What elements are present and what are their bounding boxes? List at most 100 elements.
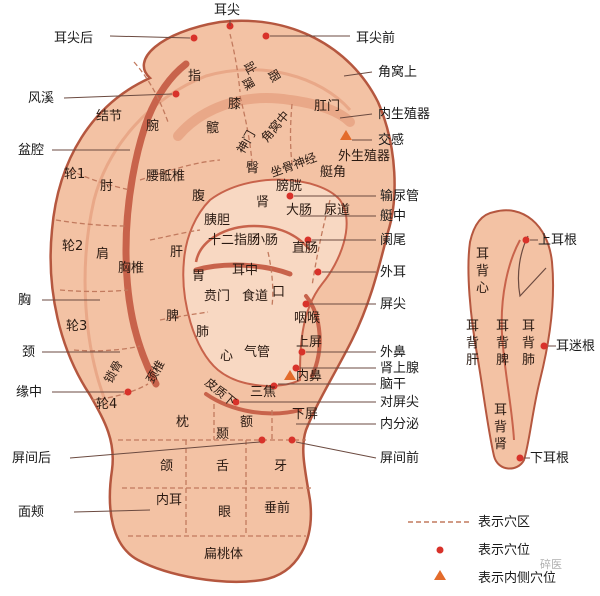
zone-zhichang: 直肠 — [292, 241, 318, 256]
zone-lun3: 轮3 — [66, 319, 87, 334]
zone-erbei-gan-char: 背 — [466, 336, 479, 351]
label-jing: 颈 — [22, 345, 35, 360]
label-xiong: 胸 — [18, 293, 31, 308]
label-ershi-qian: 耳尖前 — [356, 30, 395, 46]
cymba-edge — [194, 224, 311, 263]
zone-fei: 肺 — [196, 325, 209, 340]
zone-shen: 肾 — [256, 195, 269, 210]
zone-xiongzhui: 胸椎 — [118, 261, 144, 276]
zone-jiexie: 结节 — [96, 109, 122, 124]
zone-xi: 膝 — [228, 97, 241, 112]
point-waier — [314, 268, 322, 276]
label-pingjian-qian: 屏间前 — [380, 450, 419, 466]
label-neifenmi: 内分泌 — [380, 416, 419, 432]
legend-triangle-label: 表示内侧穴位 — [478, 570, 556, 586]
zone-ting-jiao: 艇角 — [320, 165, 346, 180]
zone-erbei-gan-char: 肝 — [466, 353, 479, 368]
label-pingjian: 屏尖 — [380, 297, 406, 312]
back-ear-outline — [467, 209, 555, 470]
point-dui-pingjian — [232, 398, 240, 406]
outer-label-layer: 耳尖 耳尖后 耳尖前 角窝上 风溪 内生殖器 盆腔 交感 输尿管 艇中 阑尾 外… — [12, 3, 430, 520]
label-neisheng-zhiqi: 内生殖器 — [378, 106, 430, 122]
antitragus — [204, 392, 302, 416]
zone-tun: 臀 — [246, 161, 259, 176]
label-shang-ergen: 上耳根 — [538, 233, 577, 248]
zone-wei: 胃 — [192, 269, 205, 284]
leader-lines — [42, 20, 377, 513]
label-yuanzhong: 缘中 — [16, 385, 42, 400]
label-waier: 外耳 — [380, 265, 406, 280]
zone-erbei-fei: 耳背肺 — [522, 319, 535, 368]
zone-lun2: 轮2 — [62, 239, 83, 254]
label-penqiang: 盆腔 — [18, 143, 44, 158]
label-ershi: 耳尖 — [214, 3, 240, 18]
zone-erbei-shen-char: 肾 — [494, 437, 507, 452]
zone-erbei-shen-char: 耳 — [494, 403, 507, 418]
zone-lun4: 轮4 — [96, 397, 117, 412]
label-pingjian-hou: 屏间后 — [12, 451, 51, 466]
helix-crus — [193, 262, 293, 277]
zone-zhi: 指 — [188, 69, 201, 84]
point-ermigen — [540, 342, 548, 350]
zone-neibi: 内鼻 — [296, 368, 322, 384]
zone-pangguang: 膀胱 — [276, 178, 302, 194]
label-waibi: 外鼻 — [380, 344, 406, 360]
zone-ya: 牙 — [274, 459, 287, 474]
label-dui-pingjian: 对屏尖 — [380, 395, 419, 410]
zone-zhou: 肘 — [100, 179, 113, 194]
label-ershi-hou: 耳尖后 — [54, 31, 93, 46]
zone-erbei-shen: 耳背肾 — [494, 403, 507, 452]
label-shen-shangxian: 肾上腺 — [380, 361, 419, 376]
point-ershi-qian — [262, 32, 270, 40]
point-pingjian — [302, 300, 310, 308]
point-naogan — [270, 382, 278, 390]
zone-waisheng-zhiqi: 外生殖器 — [338, 148, 390, 164]
legend-dot-swatch — [436, 546, 444, 554]
zone-yidan: 胰胆 — [204, 213, 230, 228]
zone-he: 颌 — [160, 459, 173, 474]
zone-she: 舌 — [216, 459, 229, 474]
zone-boundaries — [55, 33, 331, 440]
zone-erzhong: 耳中 — [232, 263, 258, 278]
zone-erbei-gan-char: 耳 — [466, 319, 479, 334]
label-mianjia: 面颊 — [18, 505, 44, 520]
zone-zhen: 枕 — [176, 415, 189, 430]
label-xia-ergen: 下耳根 — [530, 451, 569, 466]
zone-erbei-pi-char: 耳 — [496, 319, 509, 334]
point-lun-zhong — [124, 388, 132, 396]
zone-chuiqian: 垂前 — [264, 500, 290, 516]
zone-erbei-xin: 耳背心 — [476, 247, 489, 296]
point-shuniaoguan — [286, 192, 294, 200]
legend-dot-label: 表示穴位 — [478, 543, 530, 558]
watermark: 碎医 — [540, 557, 562, 571]
zone-erbei-fei-char: 肺 — [522, 353, 535, 368]
label-lanwei: 阑尾 — [380, 233, 406, 248]
front-ear — [49, 19, 396, 583]
zone-kuan: 髋 — [206, 120, 219, 136]
triangle-neibi — [284, 370, 296, 380]
acupoints — [124, 22, 322, 444]
zone-xiaping: 下屏 — [292, 407, 318, 422]
zone-qiguan: 气管 — [244, 344, 270, 360]
zone-erbei-fei-char: 耳 — [522, 319, 535, 334]
label-naogan: 脑干 — [380, 377, 406, 392]
zone-dachang: 大肠 — [286, 203, 312, 218]
legend-dashed-label: 表示穴区 — [478, 515, 530, 530]
zone-erbei-gan: 耳背肝 — [466, 319, 479, 368]
back-points — [516, 236, 548, 462]
zone-jian: 肩 — [96, 246, 109, 262]
zone-yaodizhui: 腰骶椎 — [146, 169, 185, 184]
back-ear: 上耳根 耳迷根 下耳根 耳背心 耳背肝 耳背脾 耳背肺 耳背肾 — [466, 209, 595, 470]
zone-benmen: 贲门 — [204, 289, 230, 304]
label-jiaowo-shang: 角窝上 — [378, 64, 417, 80]
back-ear-ridge — [500, 239, 521, 441]
zone-kou: 口 — [272, 285, 285, 300]
label-jiaogan: 交感 — [378, 132, 404, 148]
zone-gangmen: 肛门 — [314, 99, 340, 114]
point-pingjian-qian — [288, 436, 296, 444]
point-lanwei — [304, 236, 312, 244]
zone-fu: 腹 — [192, 188, 205, 204]
point-pingjian-hou — [258, 436, 266, 444]
zone-erbei-shen-char: 背 — [494, 420, 507, 435]
